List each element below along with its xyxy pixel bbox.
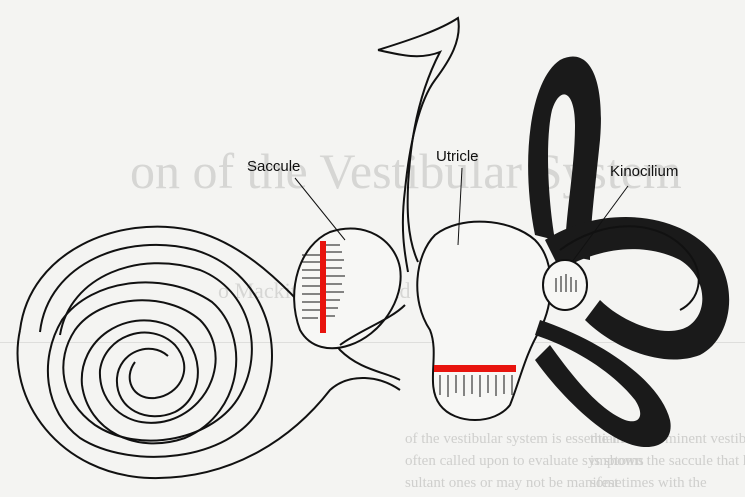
utricle-highlight-bar [434,365,516,372]
saccule-sac [294,228,405,348]
utricle-label: Utricle [436,148,479,165]
kinocilium-label: Kinocilium [610,163,678,180]
semicircular-canals [528,57,729,448]
saccule-highlight-bar [320,241,326,333]
ampulla [543,260,587,310]
saccule-label: Saccule [247,158,300,175]
utricle-sac [417,222,550,420]
